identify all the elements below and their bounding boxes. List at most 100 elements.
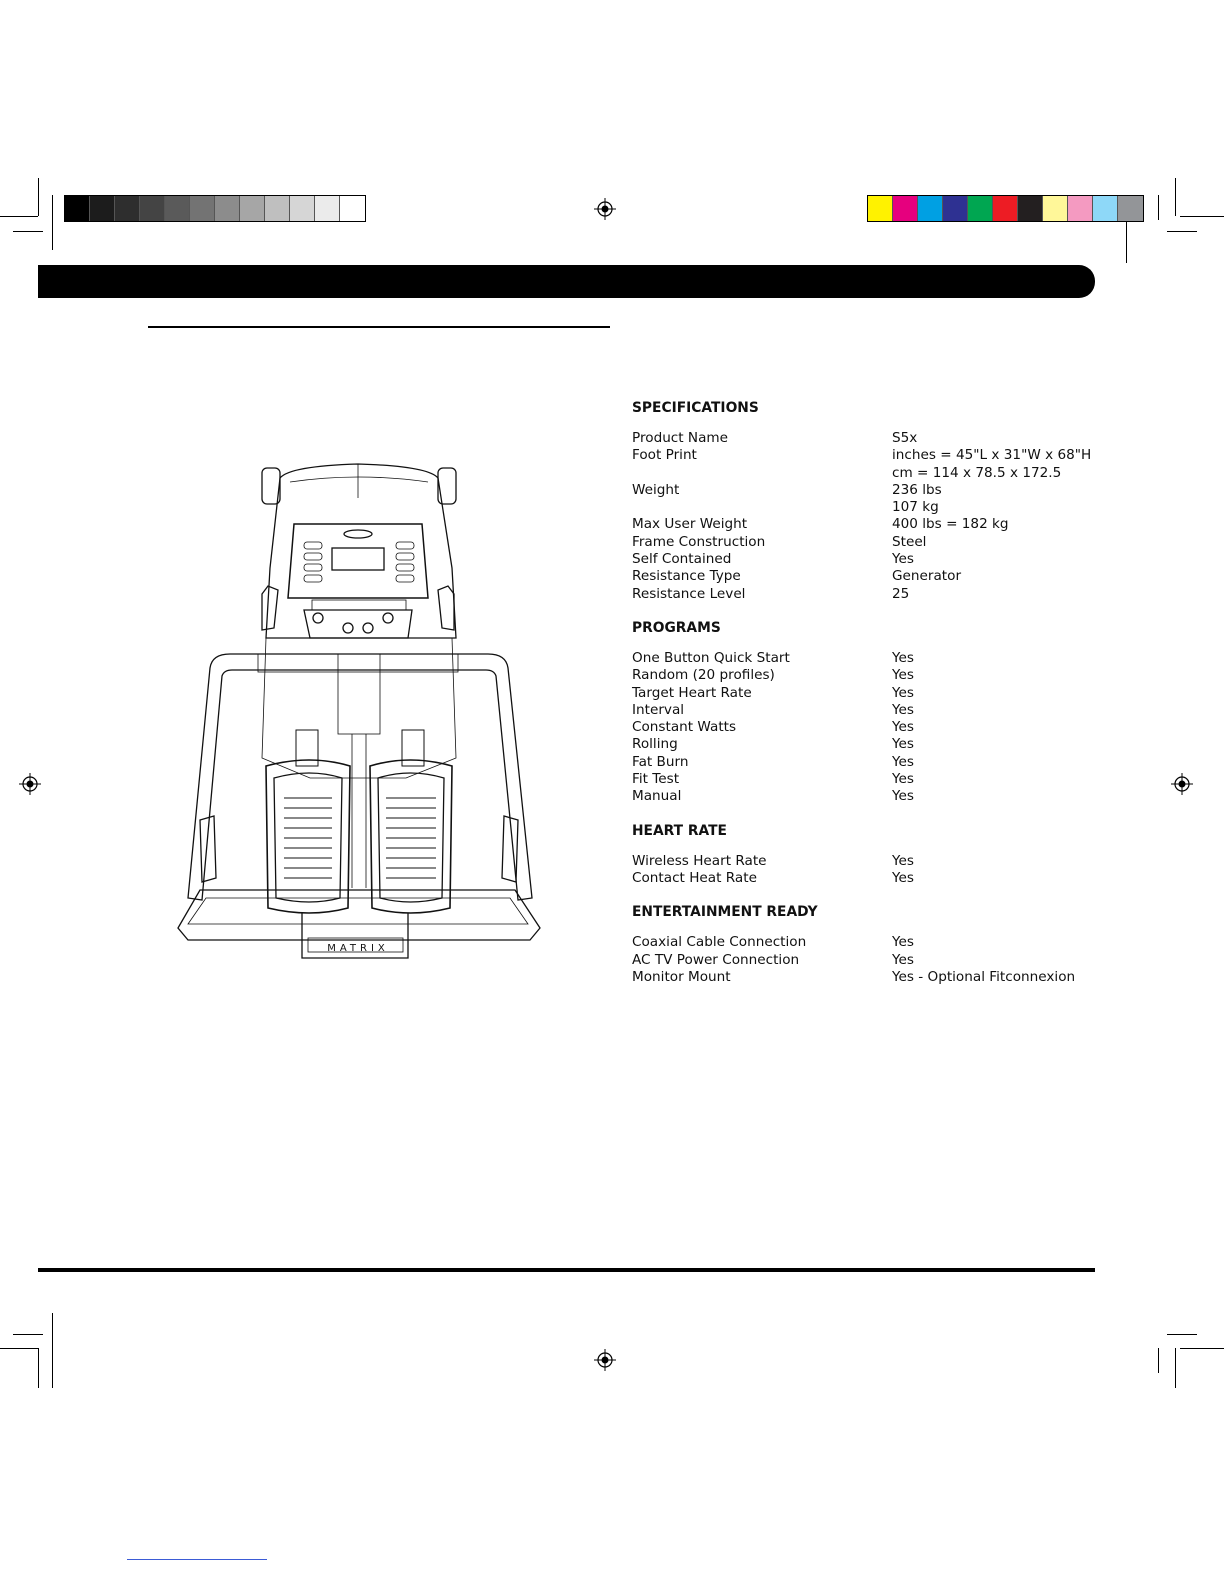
process-color-bar — [867, 195, 1144, 222]
spec-label: Max User Weight — [632, 516, 748, 533]
color-swatch — [190, 196, 215, 221]
section-title: ENTERTAINMENT READY — [632, 904, 818, 921]
spec-label: Foot Print — [632, 447, 697, 464]
spec-row: Contact Heat Rate Yes — [632, 870, 1102, 887]
registration-mark-icon — [594, 1349, 616, 1371]
registration-mark-icon — [594, 198, 616, 220]
color-swatch — [1068, 196, 1093, 221]
spec-value: Yes — [892, 736, 1102, 753]
color-swatch — [918, 196, 943, 221]
spec-value-line: 25 — [892, 585, 910, 602]
spec-value: S5x — [892, 430, 1102, 447]
spec-row: Constant Watts Yes — [632, 719, 1102, 736]
spec-value-line: Yes — [892, 719, 914, 736]
spec-value-line: inches = 45"L x 31"W x 68"H — [892, 447, 1092, 464]
spec-value: Generator — [892, 568, 1102, 585]
spec-row: Rolling Yes — [632, 736, 1102, 753]
crop-mark — [1158, 1348, 1159, 1373]
spec-value-line: 107 kg — [892, 499, 939, 516]
spec-value-line: Yes — [892, 869, 914, 886]
spec-value: Yes — [892, 754, 1102, 771]
elliptical-trainer-illustration: MATRIX — [177, 463, 541, 959]
spec-label: AC TV Power Connection — [632, 951, 800, 968]
spec-value-line: Yes — [892, 934, 914, 951]
spec-value: Yes — [892, 853, 1102, 870]
spec-label: Monitor Mount — [632, 968, 731, 985]
color-swatch — [1118, 196, 1143, 221]
crop-mark — [0, 1348, 38, 1349]
spec-label: Wireless Heart Rate — [632, 852, 767, 869]
color-swatch — [140, 196, 165, 221]
spec-row: Frame Construction Steel — [632, 534, 1102, 551]
section-gap — [632, 887, 1102, 904]
spec-value: Yes — [892, 702, 1102, 719]
header-bar — [38, 265, 1095, 298]
spec-row: Fit Test Yes — [632, 771, 1102, 788]
spec-value-line: Yes — [892, 684, 914, 701]
crop-mark — [13, 1334, 43, 1335]
spec-row: AC TV Power Connection Yes — [632, 952, 1102, 969]
color-swatch — [90, 196, 115, 221]
spec-label: Constant Watts — [632, 719, 737, 736]
section-gap — [632, 806, 1102, 823]
spec-value-line: Yes — [892, 551, 914, 568]
color-swatch — [968, 196, 993, 221]
spec-label: Fit Test — [632, 771, 680, 788]
spec-value: Yes — [892, 667, 1102, 684]
spec-value-line: Steel — [892, 533, 927, 550]
spec-label: Rolling — [632, 736, 678, 753]
spec-value-line: Yes — [892, 771, 914, 788]
crop-mark — [1158, 195, 1159, 220]
spec-label: Weight — [632, 481, 680, 498]
spec-value-line: 400 lbs = 182 kg — [892, 516, 1009, 533]
spec-label: Fat Burn — [632, 753, 689, 770]
spec-value: Yes — [892, 788, 1102, 805]
spec-value: 25 — [892, 586, 1102, 603]
crop-mark — [1167, 1334, 1197, 1335]
color-swatch — [993, 196, 1018, 221]
color-swatch — [65, 196, 90, 221]
grayscale-color-bar — [64, 195, 366, 222]
link-underline — [127, 1559, 267, 1560]
spec-label: Resistance Type — [632, 568, 741, 585]
crop-mark — [1175, 1348, 1176, 1388]
section-title: HEART RATE — [632, 822, 727, 839]
spec-value-line: Yes — [892, 951, 914, 968]
spec-value-line: Yes — [892, 736, 914, 753]
color-swatch — [290, 196, 315, 221]
spec-label: Self Contained — [632, 551, 732, 568]
spec-label: Target Heart Rate — [632, 684, 752, 701]
crop-mark — [1126, 220, 1127, 263]
crop-mark — [38, 178, 39, 216]
spec-label: Contact Heat Rate — [632, 869, 757, 886]
spec-value-line: Yes - Optional Fitconnexion — [892, 968, 1076, 985]
spec-value-line: Generator — [892, 568, 962, 585]
color-swatch — [115, 196, 140, 221]
crop-mark — [1167, 231, 1197, 232]
spec-value-line: 236 lbs — [892, 481, 942, 498]
spec-row: Max User Weight 400 lbs = 182 kg — [632, 516, 1102, 533]
color-swatch — [215, 196, 240, 221]
spec-value: Yes — [892, 551, 1102, 568]
spec-value: 400 lbs = 182 kg — [892, 516, 1102, 533]
spec-label: Frame Construction — [632, 533, 766, 550]
color-swatch — [943, 196, 968, 221]
spec-value-line: Yes — [892, 852, 914, 869]
spec-value: Yes — [892, 870, 1102, 887]
section-rule — [148, 326, 610, 328]
spec-row: Resistance Type Generator — [632, 568, 1102, 585]
brand-logo: MATRIX — [327, 943, 389, 954]
spec-label: Random (20 profiles) — [632, 667, 775, 684]
spec-value: Yes — [892, 934, 1102, 951]
spec-row: Self Contained Yes — [632, 551, 1102, 568]
